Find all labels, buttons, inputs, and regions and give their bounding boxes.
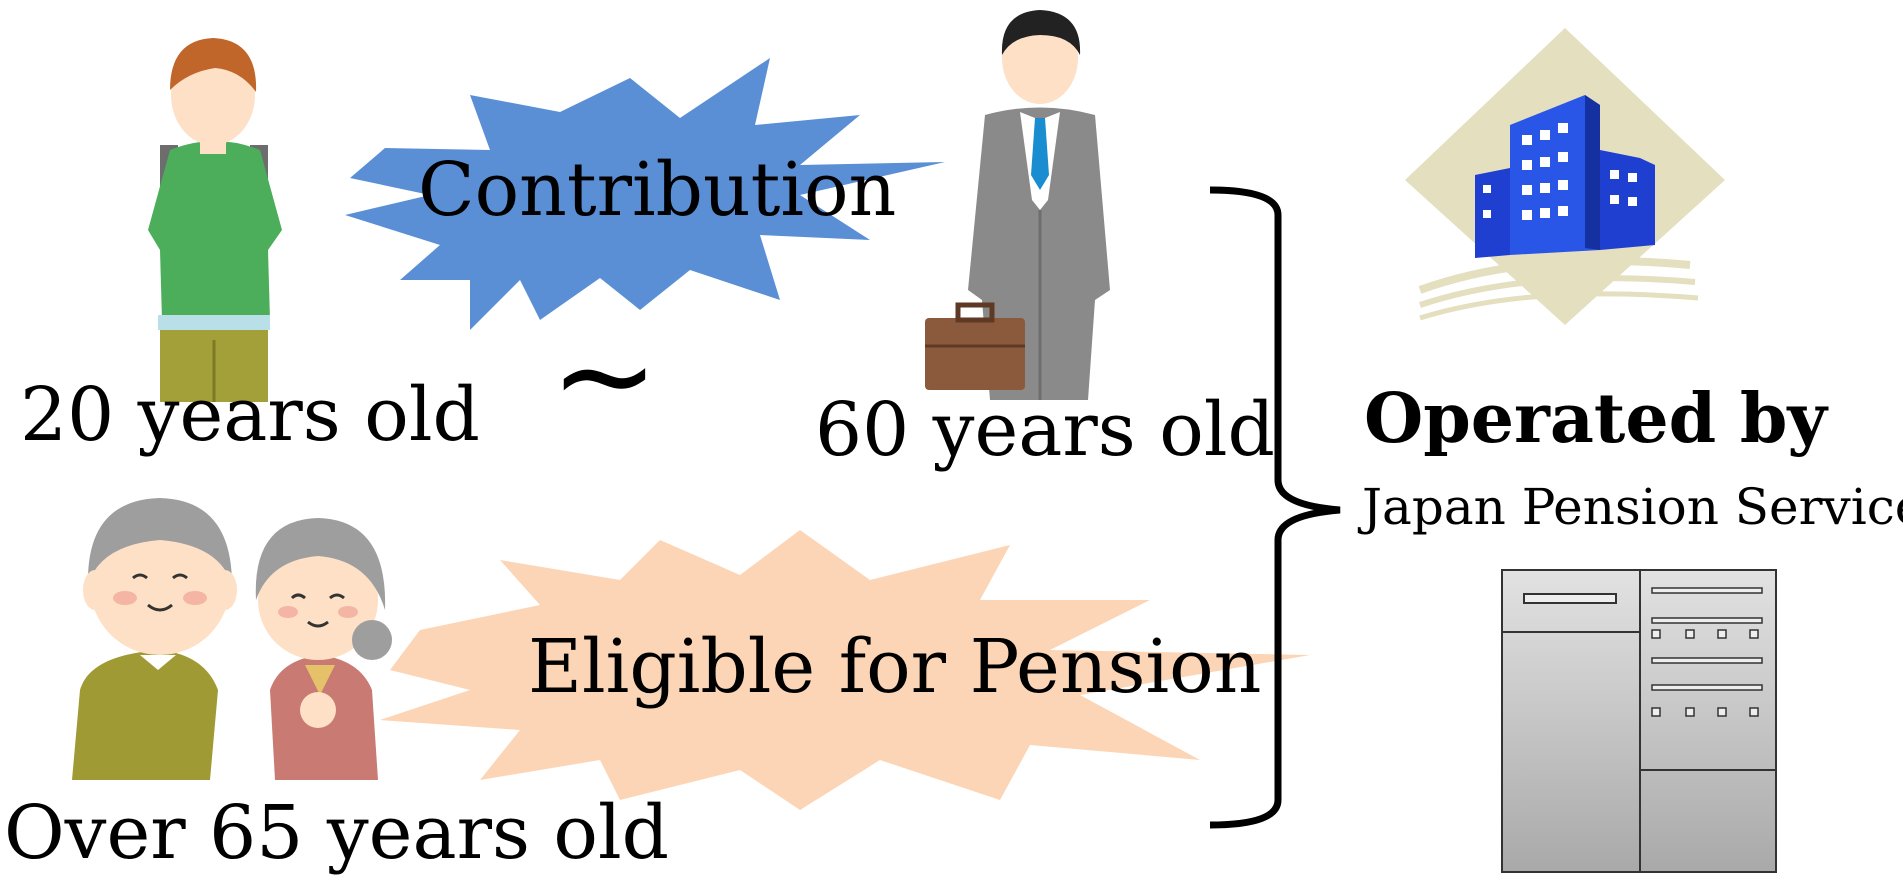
eligible-label: Eligible for Pension (528, 624, 1262, 710)
contribution-label: Contribution (418, 147, 897, 233)
contribution-burst (345, 58, 945, 330)
eligible-burst (380, 530, 1310, 810)
young-person-icon (148, 38, 282, 402)
businessman-icon (925, 10, 1110, 400)
age-start-label: 20 years old (20, 372, 480, 458)
elderly-couple-icon (72, 498, 392, 780)
age-end-label: 60 years old (815, 387, 1275, 473)
building-logo-icon (1405, 28, 1725, 325)
age-pension-label: Over 65 years old (4, 790, 670, 876)
grouping-bracket (1209, 186, 1341, 829)
tilde-symbol: ~ (550, 299, 659, 451)
operator-name: Japan Pension Service (1362, 478, 1903, 536)
operated-by-label: Operated by (1364, 379, 1827, 459)
server-icon (1501, 569, 1777, 873)
